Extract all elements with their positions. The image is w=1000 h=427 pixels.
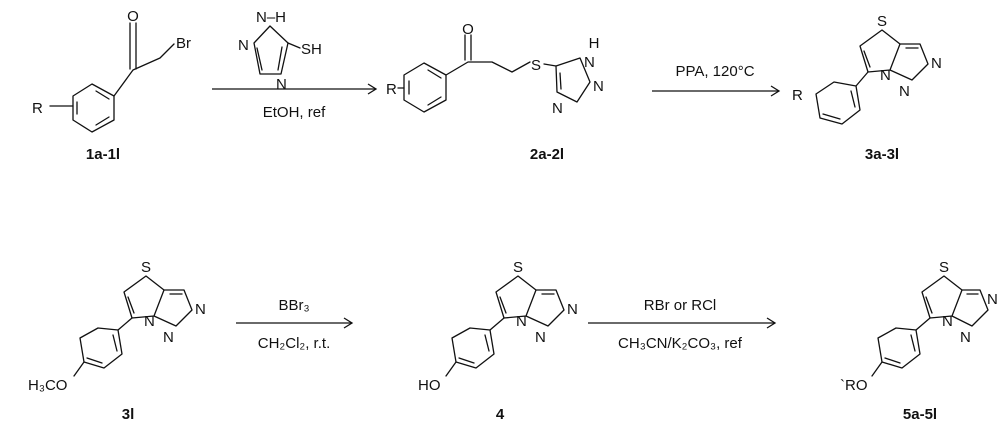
compound-4: S N N N HO 4 — [418, 259, 578, 423]
sulfur-atom: S — [939, 259, 949, 276]
thiazole-ring — [495, 275, 537, 319]
nitrogen-atom: N — [238, 37, 249, 54]
benzene-ring — [815, 81, 861, 125]
step-4-conditions: CH₃CN/K₂CO₃, ref — [618, 335, 743, 352]
nitrogen-atom: N — [567, 301, 578, 318]
benzene-ring — [877, 327, 921, 369]
sulfur-atom: S — [877, 13, 887, 30]
sulfur-atom: S — [513, 259, 523, 276]
nitrogen-atom: N — [195, 301, 206, 318]
reaction-arrow-step-3: BBr₃ CH₂Cl₂, r.t. — [236, 297, 354, 352]
substituent-r: R — [792, 87, 803, 104]
compound-label: 3a-3l — [865, 146, 899, 163]
compound-3l: S N N N H₃CO 3l — [28, 259, 206, 423]
compound-3a-3l: S N N N R 3a-3l — [792, 13, 942, 163]
reagent-triazole-thiol: N–H N N SH — [238, 9, 322, 93]
methoxy-group: H₃CO — [28, 377, 67, 394]
nitrogen-atom: N — [552, 100, 563, 117]
benzene-ring — [79, 327, 123, 369]
bromine-atom: Br — [176, 35, 191, 52]
compound-2a-2l: O S H N N N R 2a-2l — [386, 21, 604, 163]
thiazole-ring — [859, 29, 901, 73]
hydrogen-atom: H — [589, 35, 600, 52]
substituent-r: R — [32, 100, 43, 117]
substituent-r: R — [386, 81, 397, 98]
triazole-ring — [951, 289, 989, 327]
thiazole-ring — [921, 275, 963, 319]
compound-1a-1l: O Br R 1a-1l — [32, 8, 191, 163]
nitrogen-atom: N — [899, 83, 910, 100]
compound-label: 1a-1l — [86, 146, 120, 163]
compound-label: 5a-5l — [903, 406, 937, 423]
sulfur-atom: S — [141, 259, 151, 276]
compound-label: 4 — [496, 406, 505, 423]
step-3-reagent: BBr₃ — [278, 297, 309, 314]
oxygen-atom: O — [462, 21, 474, 38]
hydroxy-group: HO — [418, 377, 441, 394]
compound-label: 3l — [122, 406, 135, 423]
oxygen-atom: O — [127, 8, 139, 25]
step-3-conditions: CH₂Cl₂, r.t. — [258, 335, 330, 352]
nitrogen-atom: N — [931, 55, 942, 72]
triazole-ring — [153, 289, 193, 327]
benzene-ring — [72, 83, 115, 133]
nitrogen-atom: N — [144, 313, 155, 330]
reaction-arrow-step-2: PPA, 120°C — [652, 63, 781, 97]
thiazole-ring — [123, 275, 165, 319]
thiol-group: SH — [301, 41, 322, 58]
nh-group: N–H — [256, 9, 286, 26]
nitrogen-atom: N — [535, 329, 546, 346]
step-4-reagent: RBr or RCl — [644, 297, 717, 314]
nitrogen-atom: N — [880, 67, 891, 84]
sulfur-atom: S — [531, 57, 541, 74]
nitrogen-atom: N — [942, 313, 953, 330]
triazole-ring — [555, 57, 591, 103]
nitrogen-atom: N — [276, 76, 287, 93]
nitrogen-atom: N — [960, 329, 971, 346]
step-2-conditions: PPA, 120°C — [675, 63, 754, 80]
nitrogen-atom: N — [584, 54, 595, 71]
reaction-arrow-step-1: EtOH, ref — [212, 83, 378, 121]
nitrogen-atom: N — [163, 329, 174, 346]
reaction-arrow-step-4: RBr or RCl CH₃CN/K₂CO₃, ref — [588, 297, 777, 352]
nitrogen-atom: N — [593, 78, 604, 95]
nitrogen-atom: N — [987, 291, 998, 308]
compound-5a-5l: S N N N `RO 5a-5l — [840, 259, 998, 423]
benzene-ring — [451, 327, 495, 369]
nitrogen-atom: N — [516, 313, 527, 330]
step-1-conditions: EtOH, ref — [263, 104, 326, 121]
triazole-ring — [889, 43, 929, 81]
triazole-ring — [525, 289, 565, 327]
alkoxy-group: `RO — [840, 377, 868, 394]
compound-label: 2a-2l — [530, 146, 564, 163]
benzene-ring — [403, 62, 447, 113]
